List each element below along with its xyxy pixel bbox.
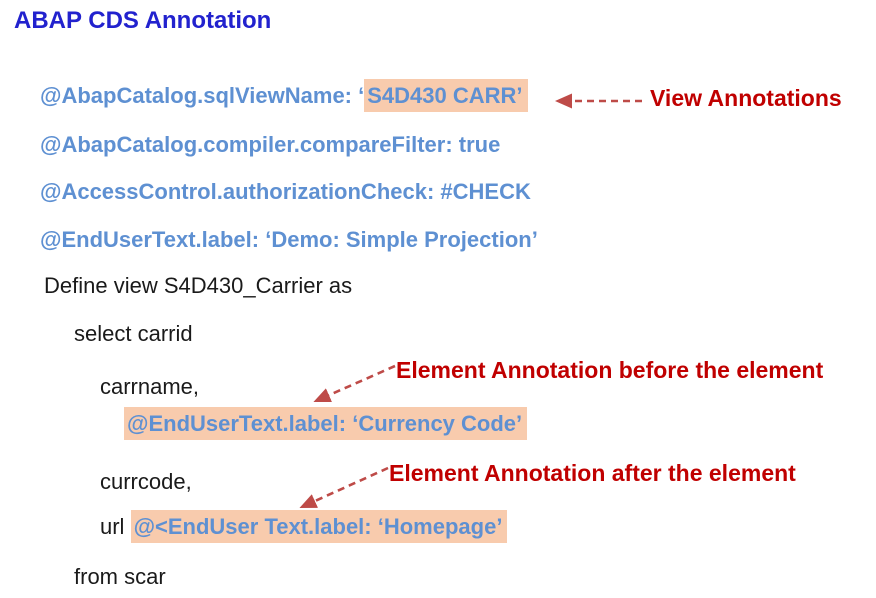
code-currency-highlight: @EndUserText.label: ‘Currency Code’ [124,407,528,440]
arrow-element-annotation-after [299,466,389,509]
code-homepage-highlight: @<EndUser Text.label: ‘Homepage’ [130,510,508,543]
code-line-define-view: Define view S4D430_Carrier as [44,273,353,298]
code-line-carrname: carrname, [100,374,200,399]
arrow-view-annotations [555,93,642,109]
code-line-currency-annotation: @EndUserText.label: ‘Currency Code’ [124,407,528,440]
code-line-from-scar: from scar [74,564,166,589]
code-line-select-carrid: select carrid [74,321,193,346]
code-sqlviewname-highlight: S4D430 CARR’ [364,79,528,112]
page-title: ABAP CDS Annotation [14,7,272,34]
arrow-element-annotation-before [313,364,396,403]
callout-view-annotations: View Annotations [650,85,842,111]
code-line-currcode: currcode, [100,469,192,494]
code-line-endusertext-label: @EndUserText.label: ‘Demo: Simple Projec… [40,227,538,252]
code-sqlviewname-prefix: @AbapCatalog.sqlViewName: ‘ [40,83,365,108]
code-line-authorizationcheck: @AccessControl.authorizationCheck: #CHEC… [40,179,531,204]
code-url-prefix: url [100,514,131,539]
code-line-sqlviewname: @AbapCatalog.sqlViewName: ‘S4D430 CARR’ [40,79,528,112]
code-line-comparefilter: @AbapCatalog.compiler.compareFilter: tru… [40,132,501,157]
callout-element-annotation-after: Element Annotation after the element [389,460,796,486]
code-line-url-annotation: url @<EndUser Text.label: ‘Homepage’ [100,510,508,543]
callout-element-annotation-before: Element Annotation before the element [396,357,824,383]
